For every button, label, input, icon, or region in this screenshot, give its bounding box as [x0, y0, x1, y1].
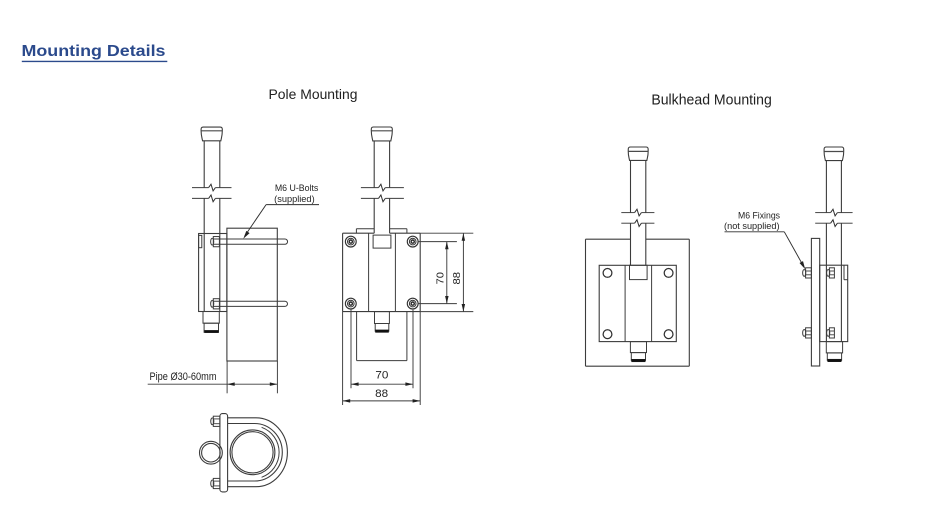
svg-text:(not supplied): (not supplied) [724, 220, 780, 231]
svg-text:70: 70 [375, 369, 388, 381]
svg-text:Mounting Details: Mounting Details [22, 43, 166, 60]
svg-text:88: 88 [451, 272, 463, 285]
svg-text:Pipe Ø30-60mm: Pipe Ø30-60mm [150, 371, 217, 383]
svg-text:Pole Mounting: Pole Mounting [269, 86, 358, 102]
svg-text:(supplied): (supplied) [274, 193, 315, 204]
svg-text:M6 Fixings: M6 Fixings [738, 209, 780, 220]
svg-text:M6 U-Bolts: M6 U-Bolts [275, 182, 319, 193]
svg-text:Bulkhead Mounting: Bulkhead Mounting [651, 92, 772, 109]
svg-text:70: 70 [435, 272, 447, 285]
svg-text:88: 88 [375, 388, 388, 400]
